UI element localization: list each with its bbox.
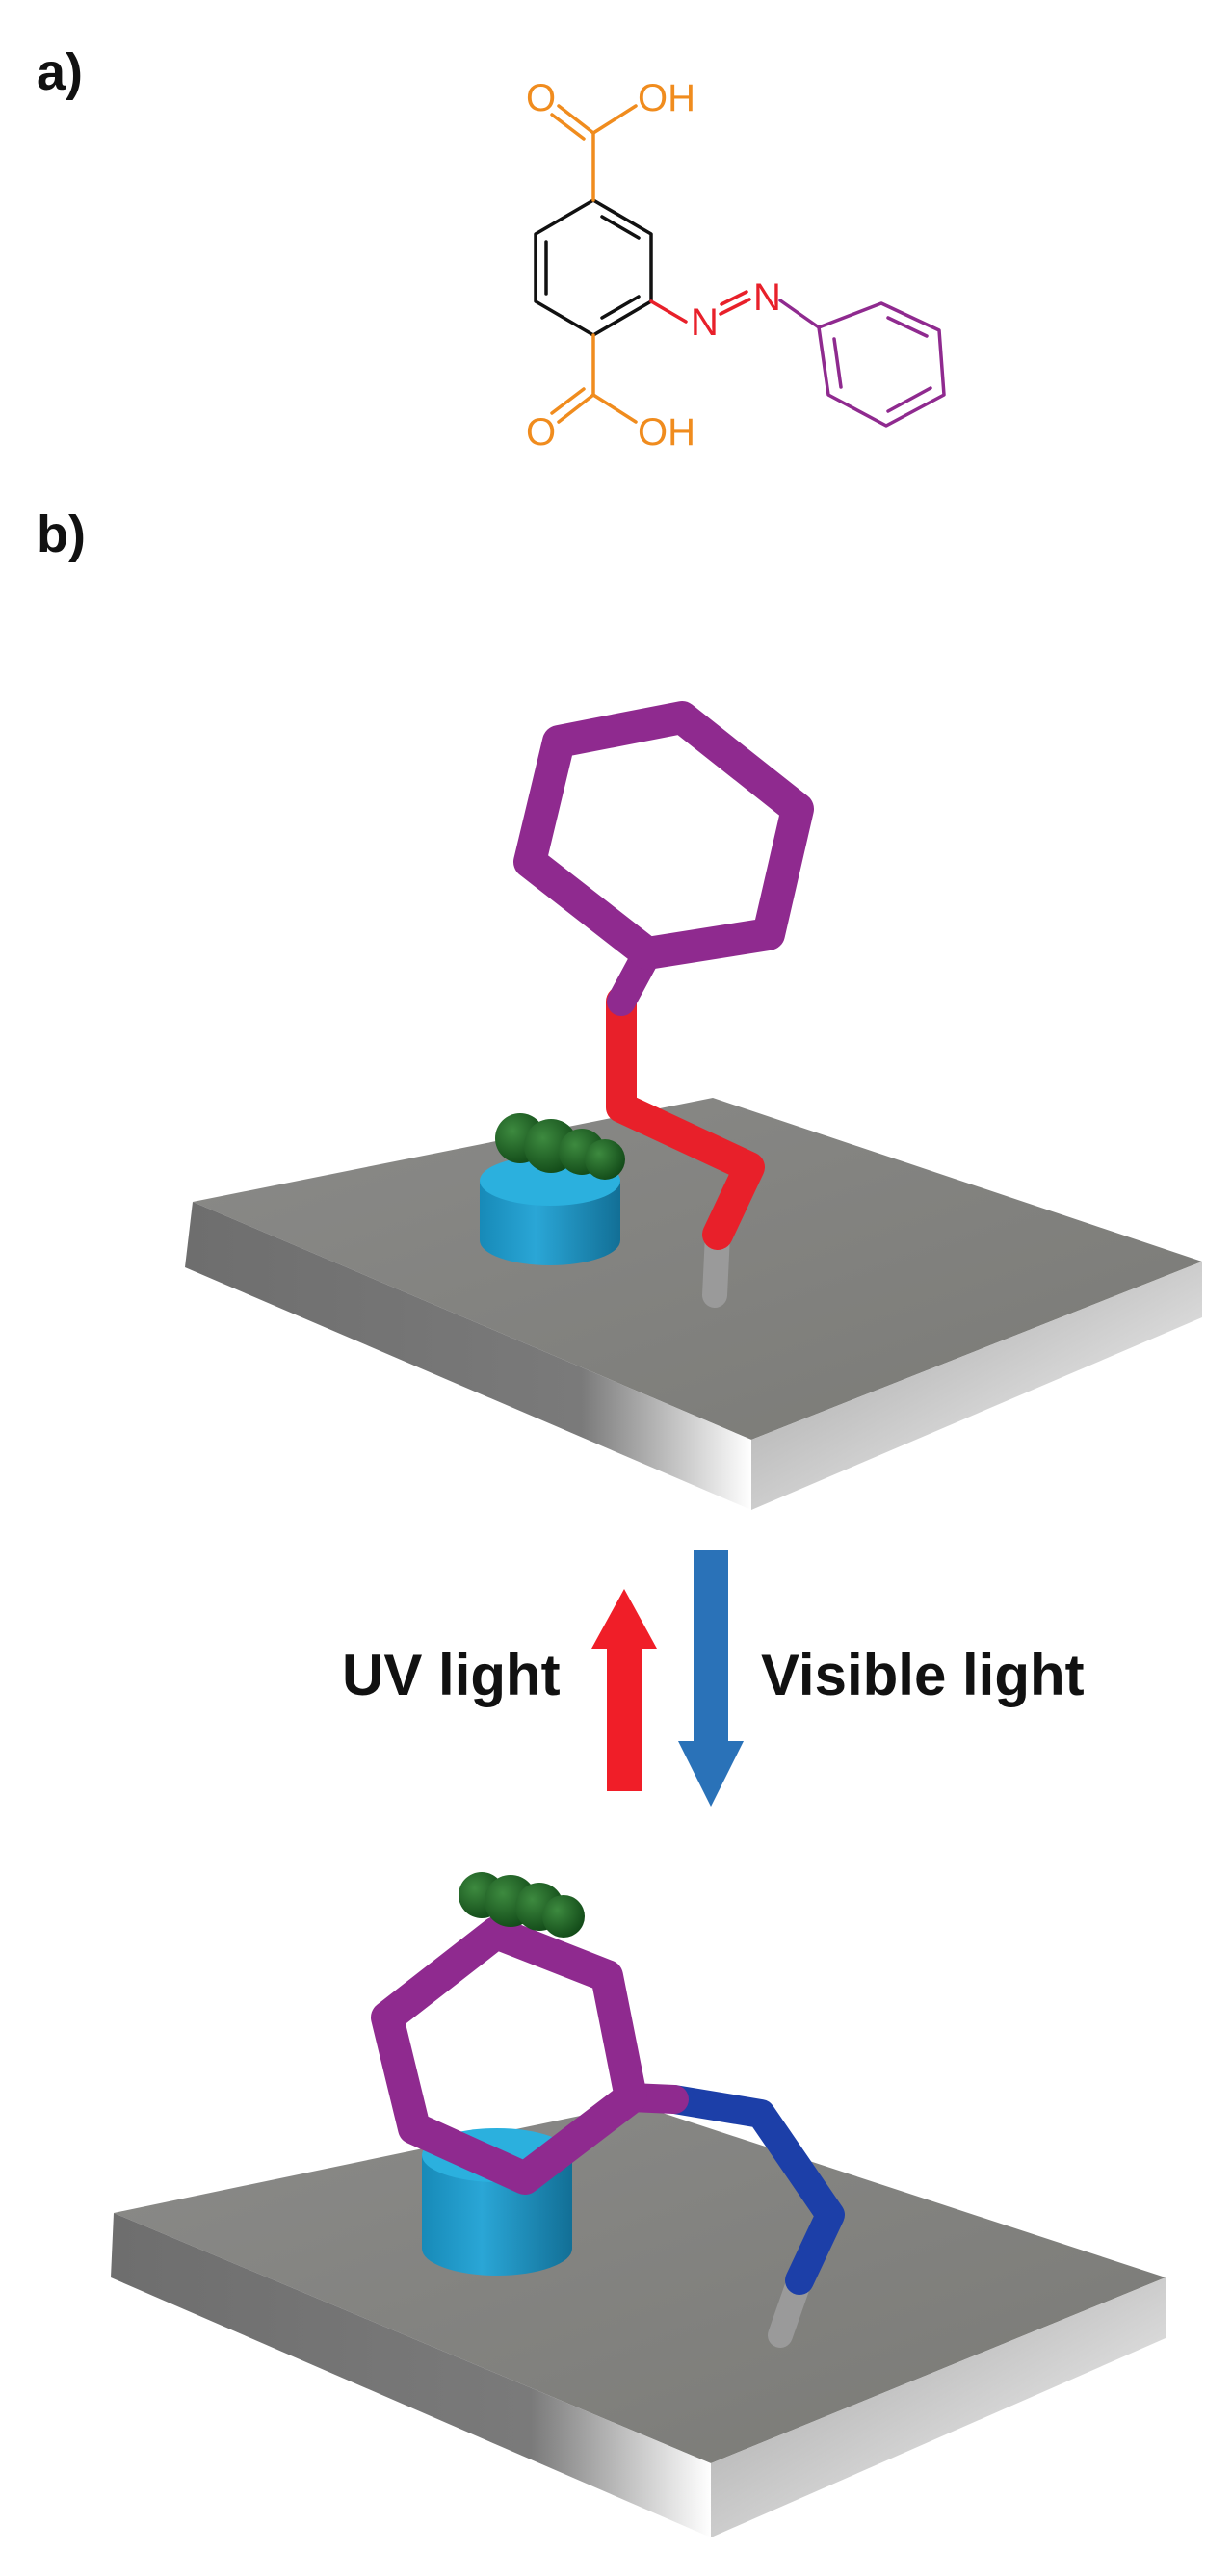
azo-nitrogen-1: N bbox=[691, 301, 719, 344]
gold-surface-plate-top bbox=[185, 1098, 1202, 1510]
gold-surface-plate-bottom bbox=[111, 2104, 1166, 2537]
azobenzene-dicarboxylic-acid-structure: O OH O OH N N bbox=[526, 77, 946, 454]
cis-azo-linker bbox=[660, 2085, 845, 2295]
uv-light-arrow[interactable] bbox=[591, 1589, 657, 1791]
panel-b-label: b) bbox=[37, 506, 86, 563]
uv-light-label: UV light bbox=[342, 1643, 561, 1707]
central-benzene-ring bbox=[534, 198, 653, 337]
visible-light-label: Visible light bbox=[761, 1643, 1085, 1707]
phenyl-ring-upright bbox=[513, 701, 814, 970]
bottom-carbonyl-oxygen: O bbox=[526, 411, 556, 454]
top-carboxyl-group bbox=[550, 104, 638, 202]
visible-light-arrow[interactable] bbox=[678, 1550, 744, 1807]
top-hydroxyl: OH bbox=[638, 77, 695, 119]
cis-state-model bbox=[111, 1872, 1166, 2537]
phenyl-ring bbox=[778, 299, 946, 428]
bead-cluster-top bbox=[495, 1113, 625, 1180]
panel-a-label: a) bbox=[37, 43, 84, 101]
top-carbonyl-oxygen: O bbox=[526, 77, 556, 119]
phenyl-ring-tilted bbox=[371, 1916, 647, 2195]
trans-state-model bbox=[185, 701, 1202, 1510]
trans-azo-linker bbox=[606, 986, 765, 1250]
bottom-hydroxyl: OH bbox=[638, 411, 695, 454]
azo-bridge bbox=[649, 290, 751, 324]
azo-nitrogen-2: N bbox=[753, 276, 781, 319]
bead-cluster-bottom bbox=[459, 1872, 585, 1938]
bottom-carboxyl-group bbox=[550, 333, 638, 424]
